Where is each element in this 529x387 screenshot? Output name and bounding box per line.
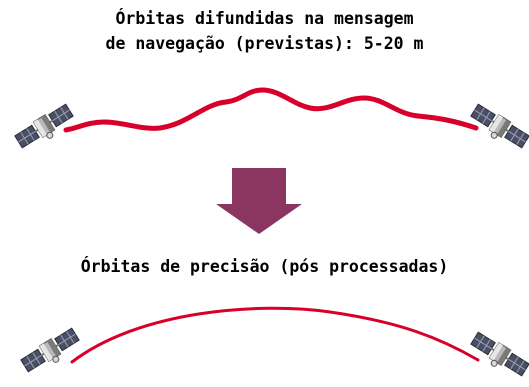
satellite-icon [18,325,84,379]
precise-orbit-line [70,306,480,364]
satellite-icon [466,329,529,383]
arrow-down-icon [216,168,302,234]
broadcast-orbits-caption-line1: Órbitas difundidas na mensagem [115,9,414,28]
broadcast-orbit-line [63,87,479,133]
broadcast-orbits-caption-line2: de navegação (previstas): 5-20 m [105,34,424,53]
precise-orbits-caption: Órbitas de precisão (pós processadas) [80,257,449,276]
broadcast-orbits-caption: Órbitas difundidas na mensagem de navega… [0,6,529,56]
